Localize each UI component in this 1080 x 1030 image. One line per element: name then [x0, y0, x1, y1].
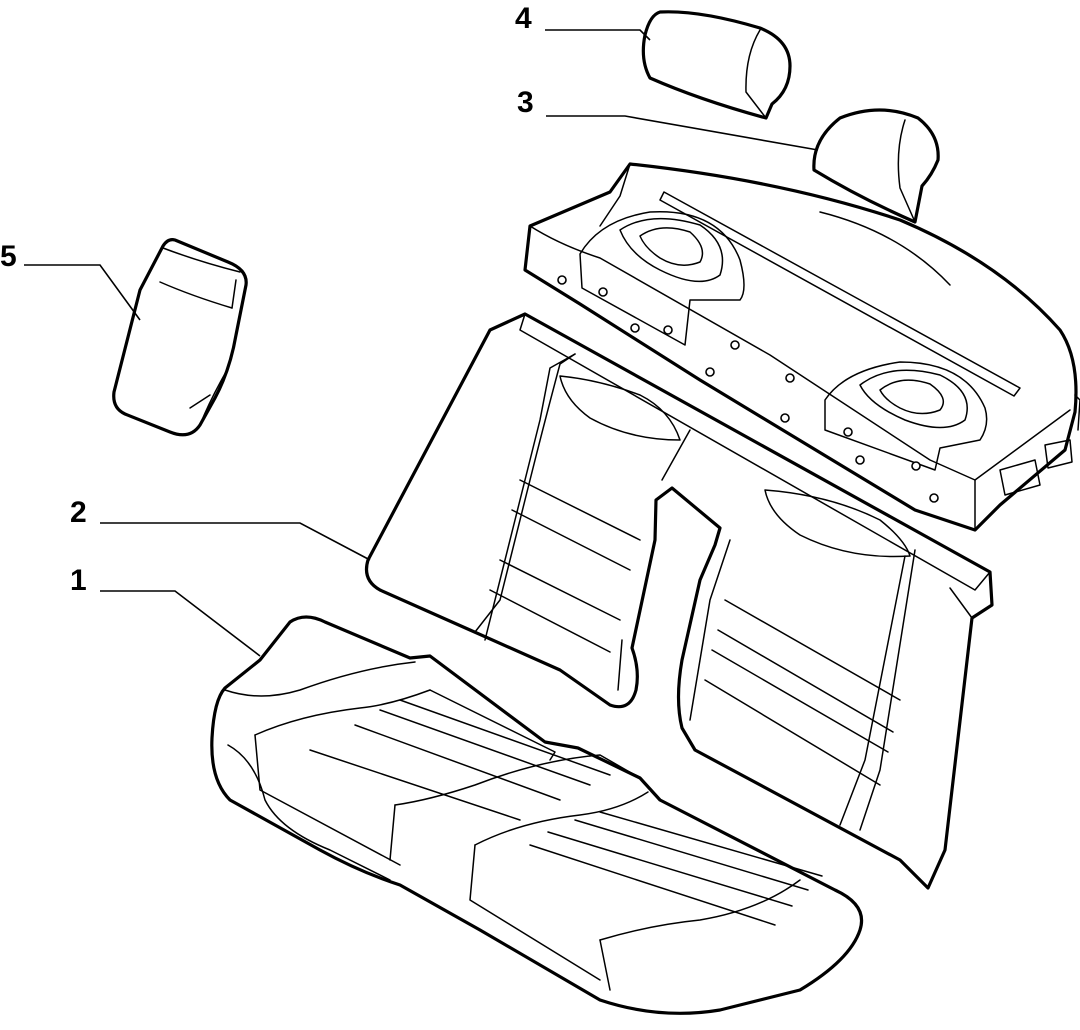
callout-number-2: 2	[70, 496, 87, 529]
callout-number-4: 4	[515, 2, 532, 35]
headrest-side-part[interactable]	[812, 108, 940, 224]
callout-4: 4	[515, 2, 651, 41]
headrest-center-part[interactable]	[641, 10, 792, 120]
seat-cushion-part[interactable]	[210, 615, 864, 1015]
parcel-shelf-part	[523, 162, 1080, 532]
armrest-part[interactable]	[112, 238, 248, 437]
callout-3: 3	[517, 86, 819, 151]
callout-number-3: 3	[517, 86, 534, 119]
callout-number-5: 5	[0, 240, 17, 273]
callout-5: 5	[0, 240, 141, 321]
callout-2: 2	[70, 496, 371, 561]
callout-1: 1	[70, 564, 261, 657]
callout-number-1: 1	[70, 564, 87, 597]
seat-backrest-part[interactable]	[364, 312, 994, 890]
